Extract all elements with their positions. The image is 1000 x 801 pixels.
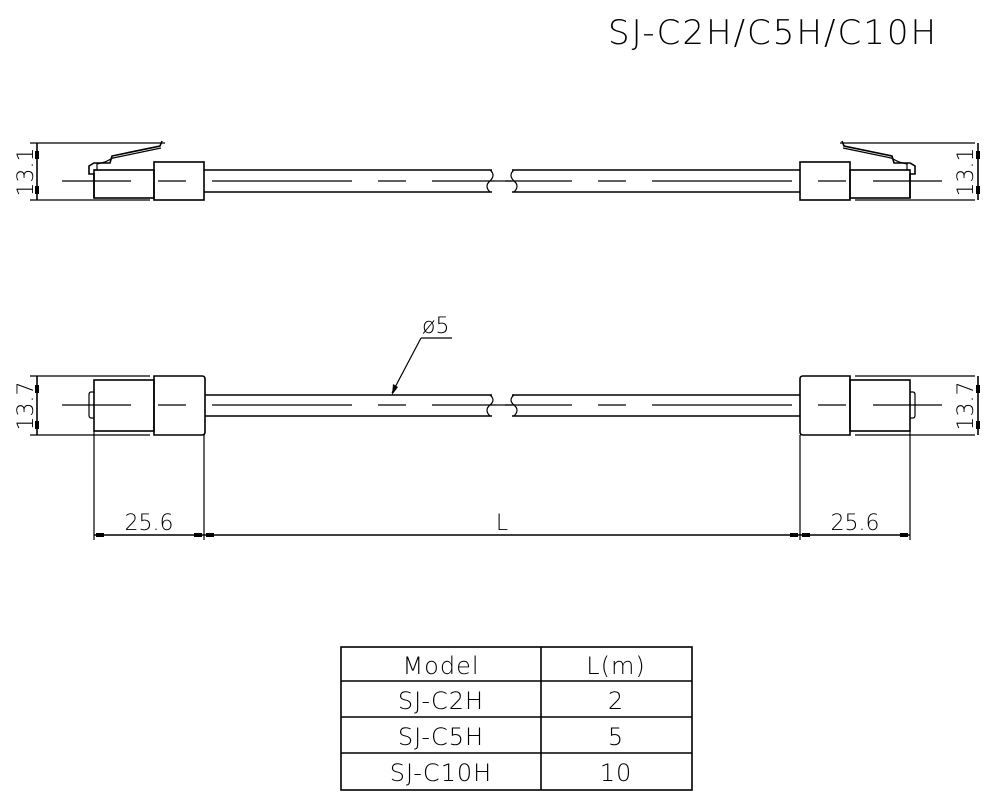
table-header-model: Model <box>402 652 479 680</box>
top-height-dim-right: 13.1 <box>954 148 979 197</box>
model-length-table: Model L(m) SJ-C2H 2 SJ-C5H 5 SJ-C10H 10 <box>340 646 693 791</box>
side-height-dim-left: 13.7 <box>14 382 39 431</box>
side-view: 13.7 ø5 <box>14 314 980 540</box>
table-header-length: L(m) <box>586 652 645 680</box>
connector-length-right: 25.6 <box>831 511 880 536</box>
table-cell-length: 5 <box>608 723 624 751</box>
side-height-dim-right: 13.7 <box>954 382 979 431</box>
top-height-dim-left: 13.1 <box>14 148 39 197</box>
table-cell-model: SJ-C10H <box>390 759 492 787</box>
connector-length-left: 25.6 <box>125 511 174 536</box>
table-cell-model: SJ-C2H <box>398 687 484 715</box>
top-view: 13.1 <box>14 140 980 201</box>
drawing-title: SJ-C2H/C5H/C10H <box>608 13 938 53</box>
table-cell-model: SJ-C5H <box>398 723 484 751</box>
table-cell-length: 2 <box>608 687 624 715</box>
cable-diameter-label: ø5 <box>422 314 449 339</box>
cable-length-label: L <box>496 511 508 536</box>
table-cell-length: 10 <box>600 759 633 787</box>
